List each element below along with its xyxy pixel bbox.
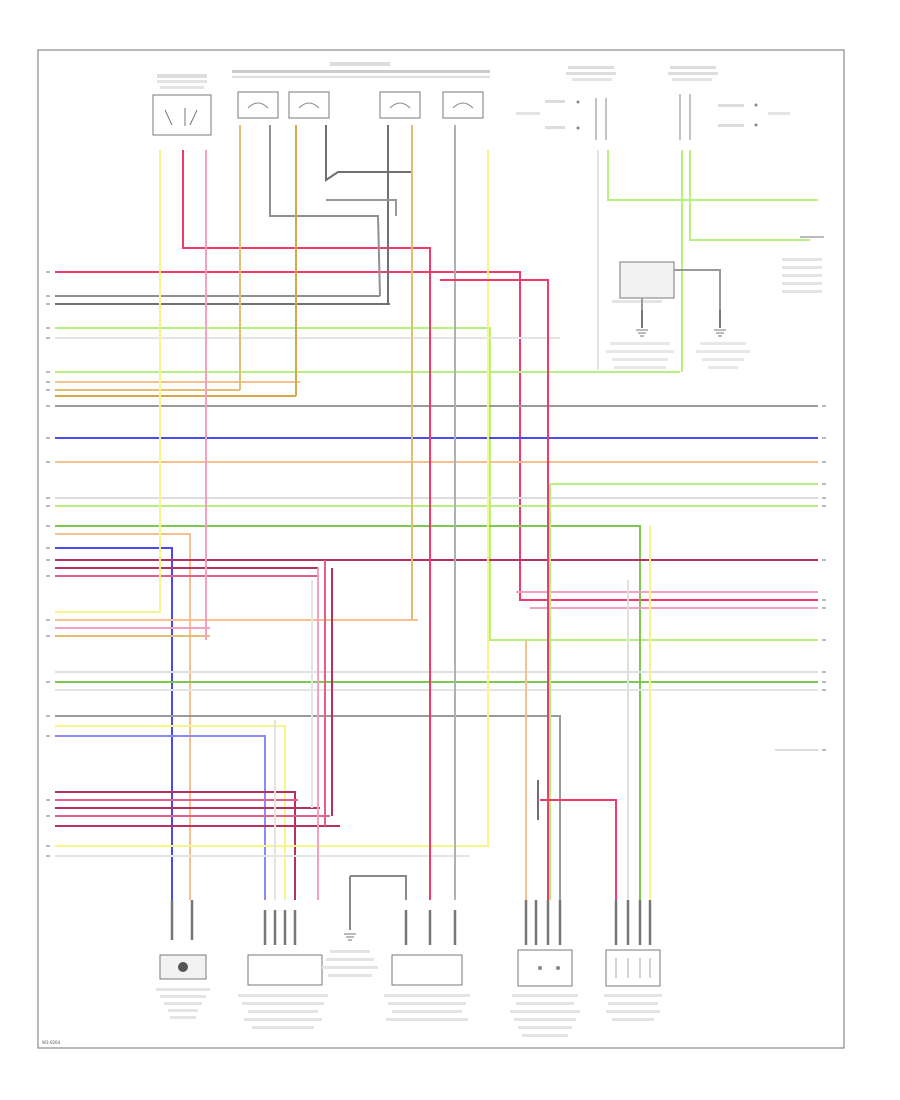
footer-label: W3-0204 <box>42 1040 61 1045</box>
component-right-module <box>612 261 675 303</box>
horizontal-wires <box>55 150 818 900</box>
component-top-right-sensor-a <box>516 66 616 140</box>
component-bottom-sensor-4 <box>510 900 580 1037</box>
component-bottom-module-2 <box>238 910 328 1029</box>
diagram-frame <box>37 49 845 1049</box>
component-injector-bank <box>232 62 490 119</box>
vertical-wires <box>182 125 818 930</box>
component-bottom-sensor-1 <box>156 900 210 1019</box>
left-pin-markers <box>46 271 50 857</box>
component-bottom-sensor-5 <box>604 900 662 1021</box>
ground-symbol-left <box>606 310 674 369</box>
ground-symbol-bottom <box>322 933 378 977</box>
component-top-right-sensor-b <box>668 66 790 140</box>
right-pin-markers <box>822 405 826 751</box>
ground-symbol-right <box>696 310 750 369</box>
component-top-left-sensor <box>152 74 212 136</box>
right-top-labels <box>782 236 824 293</box>
component-bottom-module-3 <box>384 910 470 1021</box>
